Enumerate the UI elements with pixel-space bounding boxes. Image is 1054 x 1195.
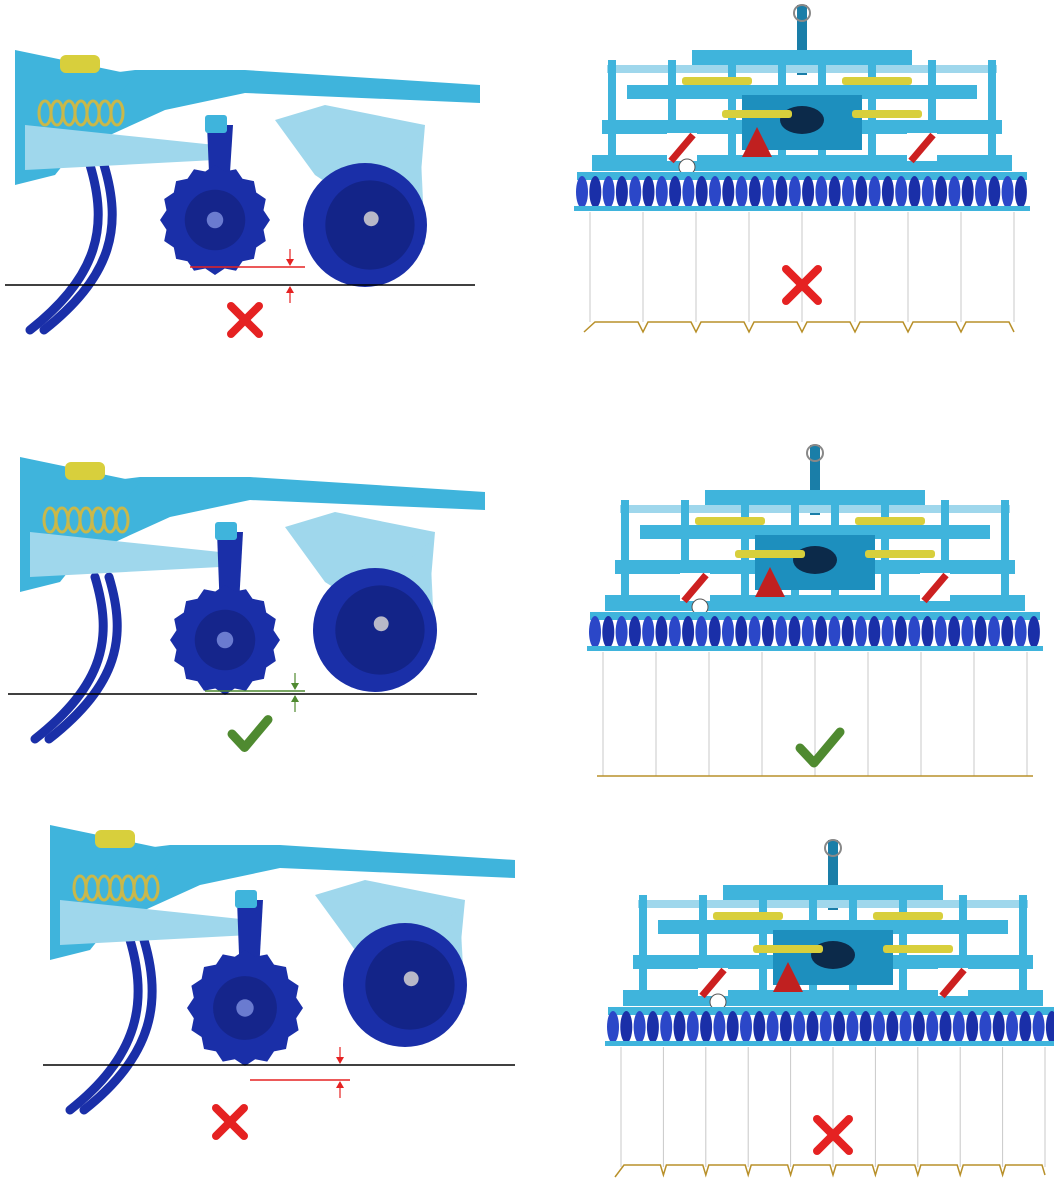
side-view-too-deep	[45, 830, 545, 1170]
side-view-correct	[15, 462, 515, 802]
tine-shanks	[70, 940, 152, 1110]
cross-mark-icon	[231, 306, 259, 334]
cutting-disc	[160, 165, 270, 275]
tine-shanks	[35, 577, 117, 739]
frame-cylinder	[682, 77, 752, 85]
tine-shanks	[30, 165, 112, 330]
disc-gang	[587, 612, 1043, 651]
frame-cylinder	[695, 517, 765, 525]
frame-cylinder	[753, 945, 823, 953]
machine-frame	[605, 490, 1025, 611]
working-width-guides	[590, 212, 1014, 322]
side-view-too-high	[10, 55, 510, 395]
rear-view-correct	[580, 440, 1050, 800]
packer-roller	[343, 923, 467, 1047]
cutting-disc	[187, 950, 303, 1066]
check-mark-icon	[232, 720, 268, 748]
hydraulic-cylinder	[65, 462, 105, 480]
frame-cylinder	[842, 77, 912, 85]
machine-frame	[623, 885, 1043, 1006]
cross-mark-icon	[216, 1108, 244, 1136]
soil-profile	[615, 1165, 1045, 1177]
frame-cylinder	[883, 945, 953, 953]
hydraulic-cylinder	[60, 55, 100, 73]
rear-view-too-deep	[595, 835, 1054, 1195]
frame-cylinder	[873, 912, 943, 920]
packer-roller	[313, 568, 437, 692]
frame-cylinder	[713, 912, 783, 920]
disc-gang	[574, 172, 1030, 211]
frame-cylinder	[855, 517, 925, 525]
disc-gang	[605, 1007, 1054, 1046]
working-width-guides	[621, 1047, 1045, 1167]
soil-profile	[584, 322, 1014, 332]
frame-cylinder	[865, 550, 935, 558]
check-mark-icon	[800, 732, 840, 763]
frame-cylinder	[852, 110, 922, 118]
hydraulic-cylinder	[95, 830, 135, 848]
packer-roller	[303, 163, 427, 287]
frame-cylinder	[735, 550, 805, 558]
frame-cylinder	[722, 110, 792, 118]
machine-frame	[592, 50, 1012, 171]
cutting-disc	[170, 585, 280, 695]
rear-view-too-high	[570, 0, 1040, 360]
